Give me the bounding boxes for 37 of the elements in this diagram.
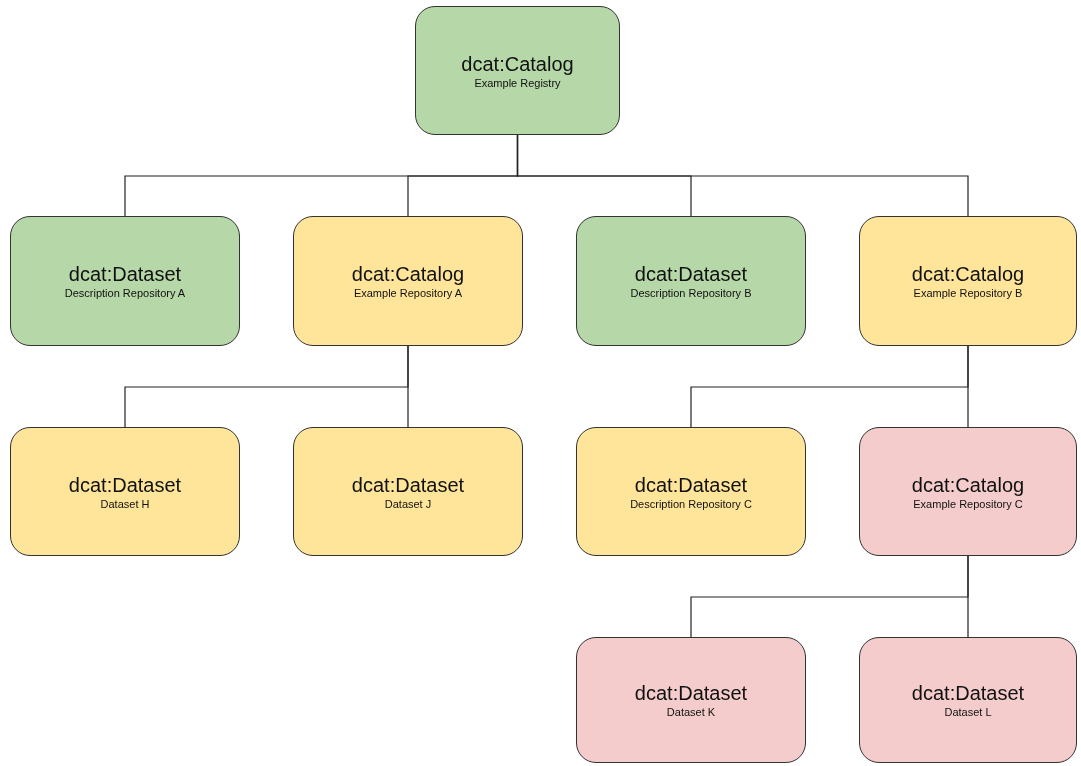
process-box — [293, 427, 523, 556]
node-subtitle: Example Repository C — [913, 496, 1023, 511]
node-subtitle: Example Repository A — [353, 286, 463, 300]
node-subtitle: Example Registry — [474, 75, 561, 90]
node-title: dcat:Dataset — [634, 681, 748, 705]
node-title: dcat:Dataset — [634, 472, 748, 497]
node-subtitle: Example Repository B — [913, 286, 1023, 300]
node-subtitle: Dataset H — [100, 496, 150, 511]
connector-line — [407, 345, 409, 428]
process-box — [576, 637, 806, 763]
process-box — [576, 216, 806, 346]
process-box — [10, 427, 240, 556]
node-subtitle: Dataset J — [384, 496, 432, 511]
node-title: dcat:Dataset — [68, 262, 182, 286]
node-title: dcat:Dataset — [634, 262, 748, 286]
process-box — [576, 427, 806, 556]
connector-line — [967, 555, 969, 638]
process-box — [415, 6, 620, 135]
node-title: dcat:Dataset — [68, 472, 182, 497]
node-title: dcat:Dataset — [911, 681, 1025, 705]
node-subtitle: Description Repository B — [630, 286, 752, 300]
node-subtitle: Dataset L — [944, 705, 992, 719]
node-title: dcat:Catalog — [911, 262, 1025, 286]
node-title: dcat:Catalog — [351, 262, 465, 286]
process-box — [859, 216, 1077, 346]
node-subtitle: Description Repository C — [630, 496, 752, 511]
node-subtitle: Dataset K — [666, 705, 716, 719]
connector-line — [967, 345, 969, 428]
connector-line — [516, 134, 969, 217]
node-title: dcat:Dataset — [351, 472, 465, 497]
process-box — [10, 216, 240, 346]
process-box — [859, 637, 1077, 763]
process-box — [859, 427, 1077, 556]
node-subtitle: Description Repository A — [64, 286, 186, 300]
node-title: dcat:Catalog — [461, 51, 574, 76]
process-box — [293, 216, 523, 346]
node-title: dcat:Catalog — [911, 472, 1025, 497]
